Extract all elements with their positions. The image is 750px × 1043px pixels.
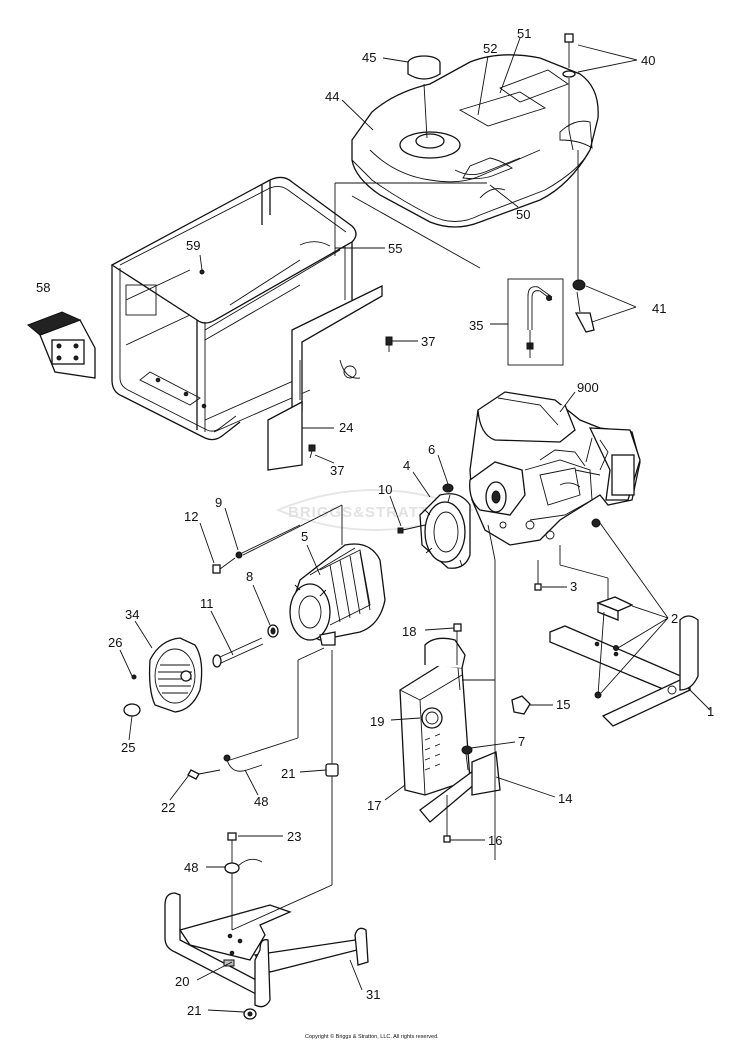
callout-52: 52 — [483, 41, 497, 56]
screw-3 — [534, 560, 542, 591]
fuel-tank — [351, 54, 599, 228]
bottom-cradle — [164, 892, 369, 1008]
callout-34: 34 — [125, 607, 139, 622]
muffler-bracket — [419, 751, 501, 823]
callout-900: 900 — [577, 380, 599, 395]
copyright-notice: Copyright © Briggs & Stratton, LLC. All … — [305, 1033, 439, 1040]
callout-2: 2 — [671, 611, 678, 626]
watermark-logo: BRIGGS&STRATTON — [275, 489, 475, 531]
callout-35: 35 — [469, 318, 483, 333]
callout-15: 15 — [556, 697, 570, 712]
callout-48-lower: 48 — [184, 860, 198, 875]
callout-16: 16 — [488, 833, 502, 848]
stator-adapter — [419, 493, 471, 569]
receptacle-panel — [27, 311, 96, 379]
callout-1: 1 — [707, 704, 714, 719]
callout-5: 5 — [301, 529, 308, 544]
ground-wire-lower — [224, 858, 263, 874]
spark-arrestor — [511, 695, 531, 715]
callout-31: 31 — [366, 987, 380, 1002]
vibration-mount — [591, 518, 634, 699]
ground-bolt — [227, 832, 237, 930]
nut-6 — [442, 483, 454, 493]
callout-20: 20 — [175, 974, 189, 989]
callout-22: 22 — [161, 800, 175, 815]
callout-12: 12 — [184, 509, 198, 524]
callout-19: 19 — [370, 714, 384, 729]
callout-24: 24 — [339, 420, 353, 435]
callout-48-upper: 48 — [254, 794, 268, 809]
end-cover — [148, 637, 203, 713]
callout-25: 25 — [121, 740, 135, 755]
callout-8: 8 — [246, 569, 253, 584]
callout-labels: 1 2 3 4 5 6 7 8 9 10 11 12 14 15 16 17 1… — [36, 26, 714, 1018]
plug-25 — [123, 703, 141, 717]
callout-14: 14 — [558, 791, 572, 806]
callout-40: 40 — [641, 53, 655, 68]
callout-50: 50 — [516, 207, 530, 222]
callout-58: 58 — [36, 280, 50, 295]
screw-37-lower — [308, 444, 316, 459]
callout-59: 59 — [186, 238, 200, 253]
tank-bolt — [562, 33, 579, 280]
callout-51: 51 — [517, 26, 531, 41]
washer-8 — [267, 624, 279, 638]
callout-44: 44 — [325, 89, 339, 104]
fuel-cap — [407, 55, 441, 139]
engine — [469, 391, 641, 546]
leader-lines — [119, 37, 711, 1013]
callout-3: 3 — [570, 579, 577, 594]
callout-45: 45 — [362, 50, 376, 65]
stator-rotor — [289, 543, 386, 646]
callout-21-upper: 21 — [281, 766, 295, 781]
muffler — [399, 637, 471, 796]
right-cradle — [549, 615, 699, 727]
fuel-valve — [572, 279, 595, 333]
callout-6: 6 — [428, 442, 435, 457]
rotor-bolt — [212, 637, 264, 668]
watermark-text: BRIGGS&STRATTON — [288, 504, 453, 521]
callout-11: 11 — [200, 596, 214, 611]
callout-17: 17 — [367, 798, 381, 813]
callout-37-lower: 37 — [330, 463, 344, 478]
bolt-12 — [212, 557, 236, 574]
callout-18: 18 — [402, 624, 416, 639]
fuel-line-box — [507, 278, 564, 366]
bolt-18 — [453, 623, 462, 665]
callout-4: 4 — [403, 458, 410, 473]
isolator-21 — [231, 650, 339, 931]
screw-37-upper — [385, 336, 393, 352]
nut-7 — [461, 745, 473, 755]
frame-cage — [110, 176, 357, 441]
callout-26: 26 — [108, 635, 122, 650]
callout-23: 23 — [287, 829, 301, 844]
callout-55: 55 — [388, 241, 402, 256]
callout-37-upper: 37 — [421, 334, 435, 349]
ground-wire-upper — [187, 754, 263, 780]
callout-9: 9 — [215, 495, 222, 510]
callout-10: 10 — [378, 482, 392, 497]
washer-9 — [235, 524, 301, 559]
screw-26 — [131, 674, 137, 680]
callout-21-lower: 21 — [187, 1003, 201, 1018]
nut-21-lower — [243, 1008, 257, 1020]
screw-10 — [397, 524, 426, 534]
callout-41: 41 — [652, 301, 666, 316]
callout-7: 7 — [518, 734, 525, 749]
bolt-16 — [443, 822, 451, 843]
control-panel-bracket — [267, 284, 383, 471]
